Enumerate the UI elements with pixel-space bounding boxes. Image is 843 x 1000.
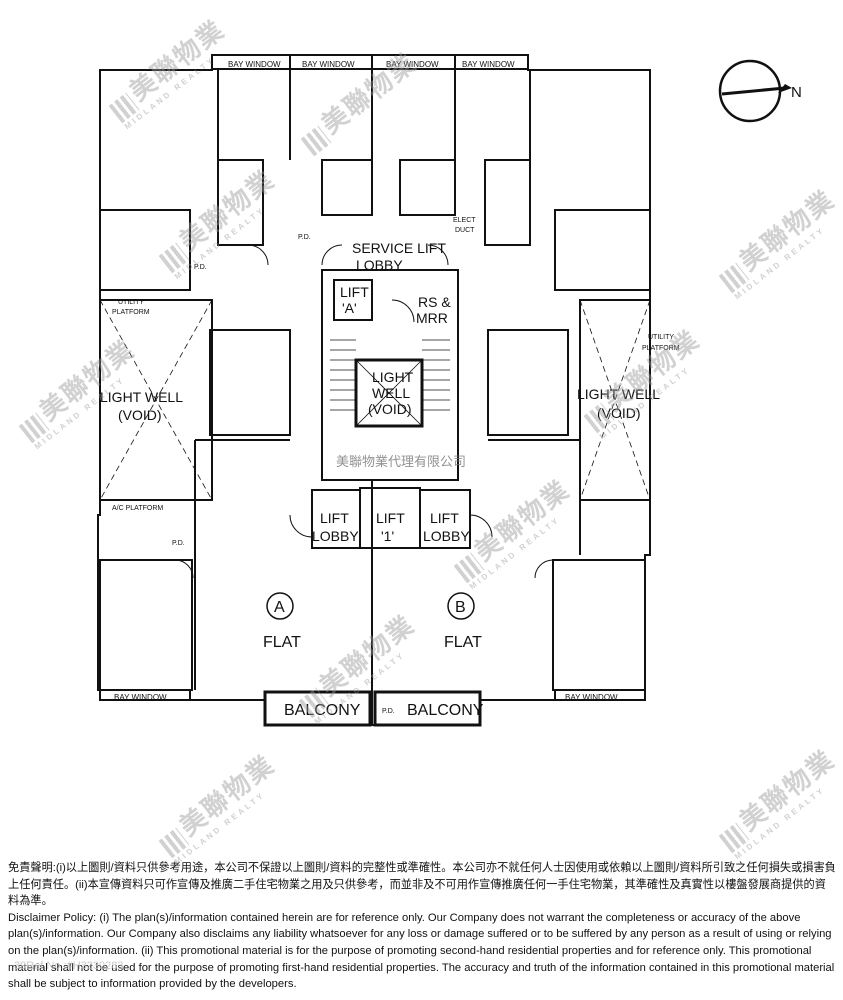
rs-mrr-label-2: MRR bbox=[416, 310, 448, 326]
balcony-a-label: BALCONY bbox=[284, 702, 361, 719]
utility-platform-left-label-2: PLATFORM bbox=[112, 309, 150, 316]
lift-1-label-1: LIFT bbox=[376, 510, 405, 526]
compass-arrow-icon bbox=[778, 84, 792, 93]
lift-a-shaft bbox=[333, 279, 373, 321]
bay-window-label-2: BAY WINDOW bbox=[302, 60, 355, 69]
light-well-right bbox=[579, 299, 651, 501]
compass-north-label: N bbox=[791, 84, 802, 101]
lift-a-label-1: LIFT bbox=[340, 284, 369, 300]
lift-1-label-2: '1' bbox=[381, 528, 394, 544]
flat-b-label: FLAT bbox=[444, 634, 482, 651]
central-light-well bbox=[354, 358, 424, 428]
central-core bbox=[321, 269, 459, 481]
center-light-well-label-1: LIGHT bbox=[372, 369, 414, 385]
bathroom-left bbox=[99, 209, 191, 291]
bay-window-top bbox=[211, 54, 529, 70]
ac-platform-label: A/C PLATFORM bbox=[112, 505, 163, 512]
balcony-b-label: BALCONY bbox=[407, 702, 484, 719]
bathroom-top-left bbox=[217, 159, 264, 246]
bathroom-right bbox=[554, 209, 651, 291]
utility-platform-right-label-2: PLATFORM bbox=[642, 345, 680, 352]
flat-b-letter: B bbox=[455, 599, 466, 616]
lift-lobby-right-label-2: LOBBY bbox=[423, 528, 470, 544]
kitchen-right bbox=[487, 329, 569, 436]
balcony-a bbox=[263, 690, 372, 727]
right-light-well-label-1: LIGHT WELL bbox=[577, 386, 660, 402]
bay-window-label-3: BAY WINDOW bbox=[386, 60, 439, 69]
pd-balcony-prefix: P.D. bbox=[382, 708, 395, 715]
lift-lobby-left-label-2: LOBBY bbox=[312, 528, 359, 544]
pd-label-2: P.D. bbox=[194, 264, 207, 271]
lift-a-label-2: 'A' bbox=[342, 300, 357, 316]
right-light-well-label-2: (VOID) bbox=[597, 405, 641, 421]
service-lift-lobby-label-1: SERVICE LIFT bbox=[352, 240, 446, 256]
elect-duct-label-1: ELECT bbox=[453, 217, 476, 224]
bay-window-bottom-right bbox=[554, 689, 646, 701]
elect-duct-label-2: DUCT bbox=[455, 227, 475, 234]
lift-lobby-left bbox=[311, 489, 361, 549]
utility-platform-right-label-1: UTILITY bbox=[648, 334, 674, 341]
disclaimer-chinese: 免責聲明:(i)以上圖則/資料只供參考用途，本公司不保證以上圖則/資料的完整性或… bbox=[8, 862, 836, 908]
flat-a-letter: A bbox=[274, 599, 285, 616]
reference-number: 39Ref.No.:#H3230283 bbox=[14, 960, 124, 972]
utility-platform-left-label-1: UTILITY bbox=[118, 299, 144, 306]
watermark-company-text: 美聯物業代理有限公司 bbox=[336, 454, 467, 469]
left-light-well-label-1: LIGHT WELL bbox=[100, 389, 183, 405]
left-light-well-label-2: (VOID) bbox=[118, 407, 162, 423]
wc-center-right bbox=[399, 159, 456, 216]
lift-lobby-right-label-1: LIFT bbox=[430, 510, 459, 526]
disclaimer: 免責聲明:(i)以上圖則/資料只供參考用途，本公司不保證以上圖則/資料的完整性或… bbox=[8, 860, 836, 993]
pd-label-1: P.D. bbox=[298, 234, 311, 241]
service-lift-lobby-label-2: LOBBY bbox=[356, 257, 403, 273]
center-light-well-label-2: WELL bbox=[372, 385, 410, 401]
bay-window-label-1: BAY WINDOW bbox=[228, 60, 281, 69]
flat-a-label: FLAT bbox=[263, 634, 301, 651]
rs-mrr-label-1: RS & bbox=[418, 294, 451, 310]
floor-plan bbox=[97, 54, 792, 727]
bay-window-label-5: BAY WINDOW bbox=[114, 693, 167, 702]
balcony-b bbox=[373, 690, 482, 727]
lift-lobby-left-label-1: LIFT bbox=[320, 510, 349, 526]
center-light-well-label-3: (VOID) bbox=[368, 401, 412, 417]
bay-window-label-6: BAY WINDOW bbox=[565, 693, 618, 702]
kitchen-left bbox=[209, 329, 291, 436]
pd-label-3: P.D. bbox=[172, 540, 185, 547]
bay-window-bottom-left bbox=[99, 689, 191, 701]
light-well-left bbox=[99, 299, 213, 501]
bathroom-top-right bbox=[484, 159, 531, 246]
lift-lobby-right bbox=[419, 489, 471, 549]
bay-window-label-4: BAY WINDOW bbox=[462, 60, 515, 69]
disclaimer-english: Disclaimer Policy: (i) The plan(s)/infor… bbox=[8, 911, 835, 991]
wc-center-left bbox=[321, 159, 373, 216]
